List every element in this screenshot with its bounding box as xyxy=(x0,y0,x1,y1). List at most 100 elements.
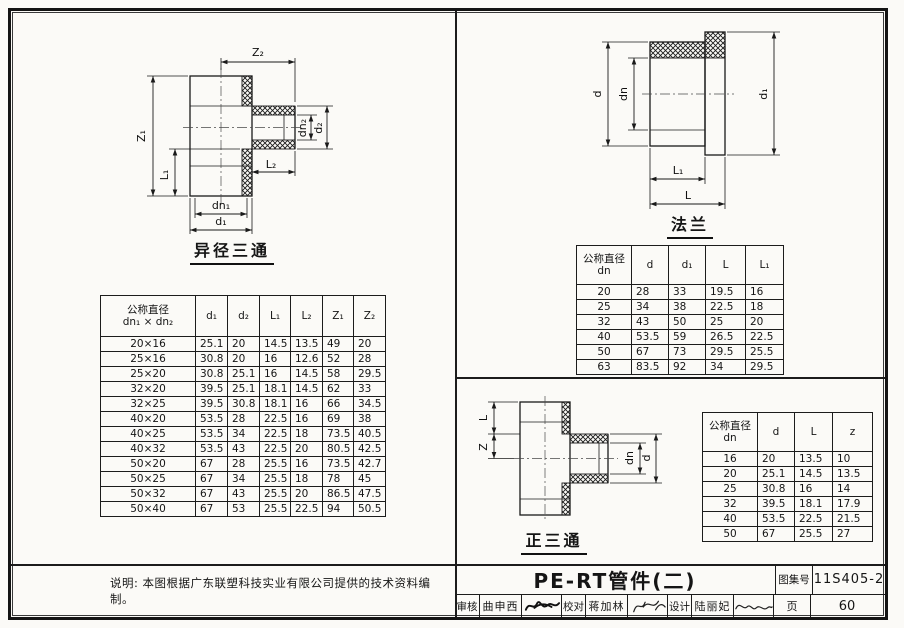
horizontal-divider-right xyxy=(455,377,885,379)
horizontal-divider-bottom xyxy=(11,564,885,566)
cell: 62 xyxy=(322,381,354,397)
cell: 22.5 xyxy=(259,441,291,457)
page-border-inner-line xyxy=(12,12,884,616)
cell: 20 xyxy=(576,284,632,300)
dim-label-z: Z xyxy=(477,443,490,451)
cell: 66 xyxy=(322,396,354,412)
tee-dimensions: Z₂ Z₁ L₁ dn₂ d₂ L₂ dn₁ xyxy=(135,46,333,234)
cell: 83.5 xyxy=(631,359,669,375)
cell: 25.1 xyxy=(227,381,260,397)
column-header: L xyxy=(705,245,746,285)
cell: 32×25 xyxy=(100,396,196,412)
cell: 92 xyxy=(668,359,706,375)
cell: 45 xyxy=(353,471,386,487)
cell: 50.5 xyxy=(353,501,386,517)
cell: 12.6 xyxy=(290,351,323,367)
cell: 20 xyxy=(745,314,784,330)
cell: 16 xyxy=(290,456,323,472)
cell: 28 xyxy=(227,456,260,472)
page-border-frame xyxy=(8,8,888,620)
cell: 58 xyxy=(322,366,354,382)
column-header: d xyxy=(631,245,669,285)
equal-tee-body xyxy=(514,396,618,521)
proofreader-signature-scribble xyxy=(627,595,667,617)
dim-label-dn: dn xyxy=(617,87,630,101)
dim-label-z2: Z₂ xyxy=(252,46,264,59)
cell: 30.8 xyxy=(195,366,228,382)
cell: 86.5 xyxy=(322,486,354,502)
cell: 43 xyxy=(631,314,669,330)
cell: 40×25 xyxy=(100,426,196,442)
credit-role-proofreader: 校对 xyxy=(561,595,585,617)
column-header: L₂ xyxy=(290,295,323,337)
atlas-number-label: 图集号 xyxy=(775,564,812,594)
cell: 67 xyxy=(195,486,228,502)
equal-tee-drawing: L Z dn d xyxy=(477,396,662,521)
cell: 25.1 xyxy=(227,366,260,382)
cell: 32×20 xyxy=(100,381,196,397)
cell: 67 xyxy=(195,456,228,472)
title-block-row2: 审核 曲申西 校对 蒋加林 设计 陆丽妃 页 60 xyxy=(455,595,885,617)
cell: 18.1 xyxy=(259,381,291,397)
dim-label-l: L xyxy=(685,189,692,202)
cell: 16 xyxy=(290,396,323,412)
cell: 25.1 xyxy=(757,466,795,482)
cell: 30.8 xyxy=(227,396,260,412)
column-header: Z₁ xyxy=(322,295,354,337)
cell: 53.5 xyxy=(195,411,228,427)
cell: 53.5 xyxy=(631,329,669,345)
cell: 73.5 xyxy=(322,426,354,442)
cell: 40 xyxy=(702,511,758,527)
cell: 18.1 xyxy=(259,396,291,412)
flange-drawing: d dn d₁ L₁ L xyxy=(591,31,780,209)
cell: 14 xyxy=(832,481,873,497)
cell: 25.5 xyxy=(794,526,833,542)
credit-name-reviewer: 曲申西 xyxy=(479,595,521,617)
cell: 40×32 xyxy=(100,441,196,457)
cell: 52 xyxy=(322,351,354,367)
flange-dimensions: d dn d₁ L₁ L xyxy=(591,31,780,209)
title-block: PE-RT管件(二) 图集号 11S405-2 审核 曲申西 校对 蒋加林 设计… xyxy=(455,564,885,617)
column-header: d₁ xyxy=(195,295,228,337)
cell: 16 xyxy=(259,366,291,382)
cell: 25.5 xyxy=(259,471,291,487)
cell: 30.8 xyxy=(195,351,228,367)
cell: 50×32 xyxy=(100,486,196,502)
cell: 28 xyxy=(631,284,669,300)
cell: 39.5 xyxy=(757,496,795,512)
cell: 73.5 xyxy=(322,456,354,472)
cell: 50×20 xyxy=(100,456,196,472)
equal-tee-title: 正三通 xyxy=(504,527,604,555)
cell: 39.5 xyxy=(195,396,228,412)
cell: 40.5 xyxy=(353,426,386,442)
credit-role-reviewer: 审核 xyxy=(456,600,478,613)
cell: 13.5 xyxy=(794,451,833,467)
dim-label-dn: dn xyxy=(623,451,636,465)
cell: 20×16 xyxy=(100,336,196,352)
cell: 20 xyxy=(757,451,795,467)
equal-tee-dimensions: L Z dn d xyxy=(477,401,662,484)
dim-label-z1: Z₁ xyxy=(135,130,148,142)
cell: 33 xyxy=(353,381,386,397)
cell: 39.5 xyxy=(195,381,228,397)
page-number: 60 xyxy=(810,595,883,617)
cell: 50×40 xyxy=(100,501,196,517)
cell: 21.5 xyxy=(832,511,873,527)
cell: 32 xyxy=(576,314,632,330)
cell: 34.5 xyxy=(353,396,386,412)
cell: 25.5 xyxy=(259,486,291,502)
cell: 53.5 xyxy=(195,441,228,457)
cell: 29.5 xyxy=(705,344,746,360)
